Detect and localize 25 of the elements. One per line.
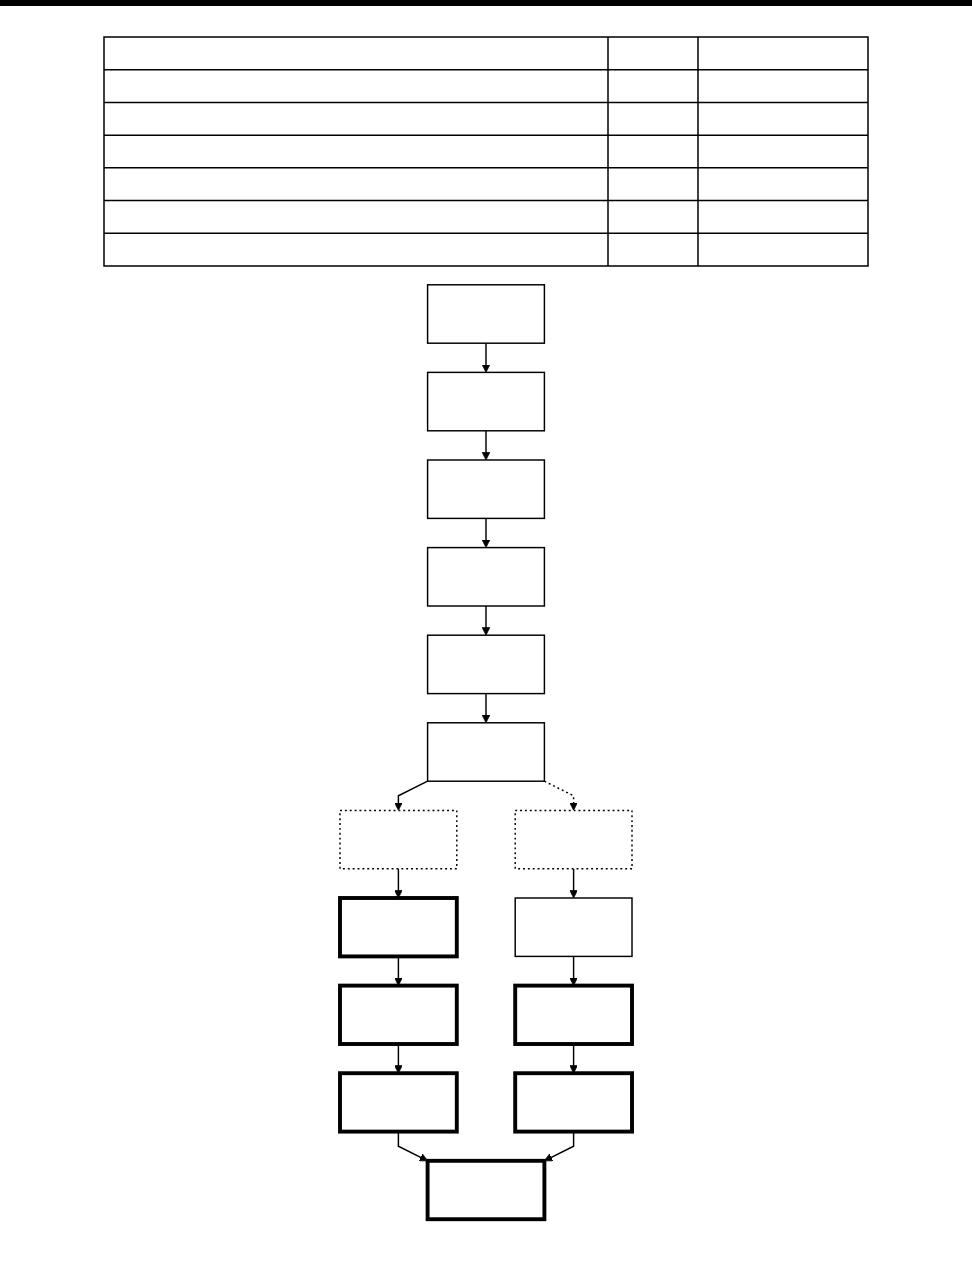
- node-box: [426, 634, 546, 695]
- arrow: [481, 430, 491, 461]
- arrow: [481, 517, 491, 548]
- node-box: [339, 809, 458, 870]
- node-box: [338, 896, 459, 959]
- node-box: [426, 284, 546, 344]
- node-box: [426, 459, 546, 520]
- node-box: [426, 371, 546, 432]
- arrow: [481, 692, 491, 724]
- arrow: [543, 780, 578, 811]
- node-box: [338, 983, 459, 1046]
- node-box: [513, 983, 634, 1046]
- arrow: [481, 605, 491, 636]
- node-box: [514, 809, 633, 870]
- node-box: [514, 897, 633, 958]
- node-box: [513, 1071, 634, 1134]
- node-box: [425, 1158, 547, 1222]
- arrow: [569, 955, 578, 986]
- arrow: [481, 342, 491, 373]
- node-box: [338, 1071, 459, 1134]
- node-box: [426, 722, 546, 782]
- node-box: [426, 546, 546, 607]
- arrow: [569, 868, 578, 899]
- arrow: [394, 868, 403, 899]
- arrow: [394, 780, 429, 811]
